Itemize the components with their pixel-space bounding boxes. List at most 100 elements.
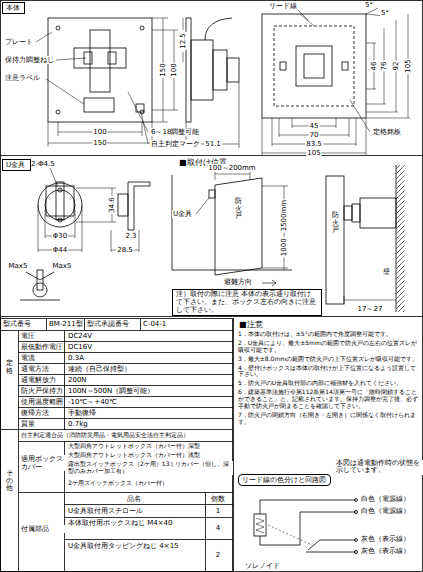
label: 150 — [92, 139, 107, 147]
label: 45 — [309, 122, 320, 130]
label: 3．最大±8.0mmの範囲で防火戸の上下位置ズレが吸収可能です。 — [237, 356, 420, 363]
label: ソレノイド — [244, 562, 281, 570]
label: 5° — [380, 9, 390, 17]
dimension-label: 100 — [170, 62, 178, 77]
node-text: リード線の色分けと回路図 — [242, 476, 327, 484]
label: 質量 — [20, 420, 36, 428]
label: 自主判定適合品（消防防災用品・電気用品安全法自主判定品） — [20, 432, 190, 439]
label: 70 — [309, 131, 320, 139]
label: リード線 — [268, 2, 298, 10]
label: 83.5 — [305, 140, 323, 148]
dimension-label: 34.6 — [108, 196, 116, 214]
label: 白色（電源線） — [360, 508, 411, 515]
label: 100～200mm — [207, 164, 256, 172]
label: 4．壁付けボックスは本体の取付けが上下位置になるよう設置して下さい。 — [237, 365, 420, 379]
label: U金具取付用スチロール — [67, 507, 144, 515]
label: U金具取付用タッピングねじ 4×15 — [67, 542, 204, 550]
label: Max5 — [8, 262, 29, 270]
label: 適用ボックスカバー — [20, 455, 66, 471]
label: DC16V — [67, 343, 93, 351]
label: 2.3 — [124, 232, 137, 240]
label: 電圧 — [20, 332, 36, 340]
label: BM-211型 — [48, 320, 84, 328]
label: 大型四角アウトレットボックス（カバー付）深型 — [67, 443, 201, 450]
label: その他 — [5, 470, 14, 493]
label: 7．防火戸の閉鎖方向（右開き・左開き）に関係なく取付けられます。 — [237, 412, 420, 426]
label: 自主判定マーク — [150, 140, 201, 148]
label: 壁 — [382, 268, 391, 276]
label: 灰色（表示線） — [360, 548, 411, 555]
label: 本図は通電動作時の状態を示しています。 — [335, 460, 423, 475]
label: 2 — [215, 551, 221, 559]
label: 4 — [215, 524, 221, 532]
title-box: U金具 — [2, 159, 31, 171]
label: 連続（自己保持型） — [67, 365, 132, 373]
label: 灰色（表示線） — [360, 536, 411, 543]
label: 使用温度範囲 — [20, 398, 64, 406]
label: 保持力調整ねじ — [4, 56, 55, 64]
label: 5° — [364, 1, 374, 9]
label: 電流 — [20, 354, 36, 362]
dimension-label: 92 — [392, 61, 400, 72]
label: 17～27 — [357, 305, 384, 313]
label: -10℃～+40℃ — [67, 398, 118, 406]
label: 2．U金具により、最大±5mmの範囲で防火戸の左右の位置ズレが吸収可能です。 — [237, 340, 420, 354]
label: 付属部品 — [20, 525, 66, 533]
label: 1 — [215, 507, 221, 515]
label: 復帰方法 — [20, 409, 50, 417]
label: 最低動作電圧 — [20, 343, 64, 351]
label: 定格 — [5, 360, 14, 375]
dimension-label: 1000～1500mm — [280, 199, 288, 257]
label: 6～18調整可能 — [150, 128, 200, 136]
label: 定格銘板 — [372, 128, 402, 136]
label: 注意ラベル — [4, 74, 41, 82]
label: DC24V — [67, 332, 93, 340]
label: Φ44 — [52, 246, 68, 254]
dimension-label: 12.5 — [179, 32, 187, 50]
title-box: 本体 — [2, 2, 25, 14]
dimension-label: 105 — [404, 58, 412, 73]
label: 露出型スイッチボックス（2ケ用）13ミリカバー（但し、深型のみカバー加工有） — [67, 461, 233, 475]
note-box: 注）取付の際に注意 本体の表示通り取付けて下さい。また、ボックス左右の向きに注意… — [172, 289, 322, 316]
node-text: 注）取付の際に注意 本体の表示通り取付けて下さい。また、ボックス左右の向きに注意… — [176, 291, 318, 314]
label: 型式承認番号 — [86, 320, 130, 328]
dimension-label: 150 — [159, 62, 167, 77]
label: 避難方向 — [223, 278, 253, 286]
label: 0.7kg — [67, 420, 89, 428]
label: 通電解放力 — [20, 376, 57, 384]
label: 防火戸 — [234, 198, 243, 221]
label: 個数 — [210, 495, 226, 503]
label: 品名 — [126, 495, 142, 503]
label: 1．本体の取付けは、±5°の範囲内で角度調整可能です。 — [237, 331, 420, 338]
label: 通電方法 — [20, 365, 50, 373]
label: 100N～500N（調整可能） — [67, 387, 155, 395]
title-box: リード線の色分けと回路図 — [238, 474, 331, 486]
label: Max5 — [52, 262, 73, 270]
label: 防火戸保持力 — [20, 387, 64, 395]
label: 51.1 — [204, 140, 222, 148]
label: 型式番号 — [2, 320, 32, 328]
label: ■注意 — [238, 320, 264, 329]
dimension-label: 76 — [380, 61, 388, 72]
label: 白色（電源線） — [360, 496, 411, 503]
label: プレート — [4, 38, 34, 46]
label: 2-Φ4.5 — [30, 160, 56, 168]
node-text: U金具 — [6, 161, 27, 169]
label: 5．防火戸のU金具取付部の内部に補強材を入れてください。 — [237, 380, 420, 387]
label: 手動復帰 — [67, 409, 97, 417]
label: 6．建築基準法施行令第112条第14項第一号に「随時閉鎖することができること」と… — [237, 389, 420, 410]
node-text: 本体 — [6, 4, 21, 12]
label: U金具 — [172, 210, 193, 218]
label: 大型四角アウトレットボックス（カバー付）浅型 — [67, 452, 201, 459]
notes-column: 1．本体の取付けは、±5°の範囲内で角度調整可能です。 2．U金具により、最大±5… — [237, 331, 420, 428]
label: 2ケ用スイッチボックス（カバー付） — [67, 480, 169, 487]
label: 本体取付用ボックスねじ M4×40 — [67, 519, 204, 527]
label: 105 — [306, 149, 321, 157]
label: 28.5 — [116, 246, 134, 254]
label: 0.3A — [67, 354, 85, 362]
label: Φ30 — [52, 232, 68, 240]
label: 200N — [67, 376, 88, 384]
label: 100 — [92, 128, 107, 136]
